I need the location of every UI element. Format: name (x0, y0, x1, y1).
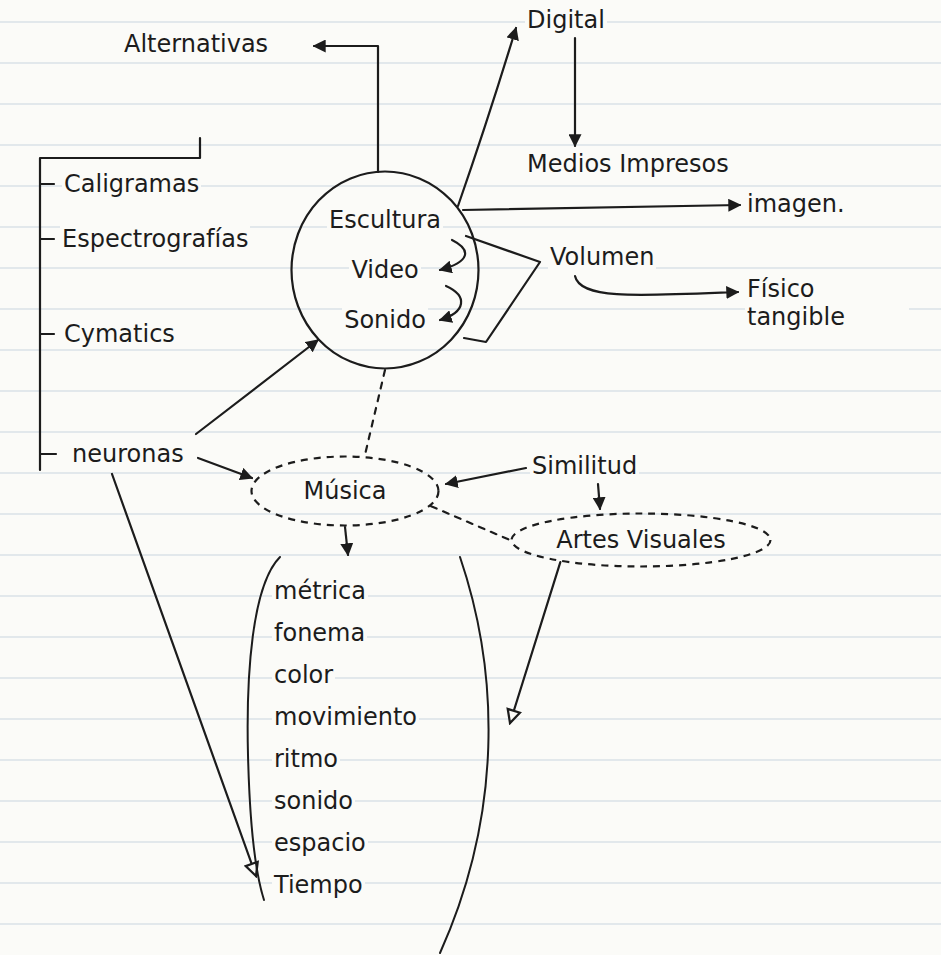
node-text: Video (349, 256, 420, 284)
arrow-line (314, 46, 378, 172)
note-label: Similitud (530, 452, 639, 480)
node-text: Sonido (342, 306, 428, 334)
dashed-link (365, 370, 385, 456)
arrow-line (458, 28, 516, 206)
dashed-ellipse: Música (250, 455, 440, 527)
concept-circle: EsculturaVideoSonido (290, 170, 480, 370)
arrow-line (112, 474, 256, 876)
note-label: Medios Impresos (525, 150, 731, 178)
ellipse-outline (512, 514, 771, 567)
node-text: métrica (272, 577, 368, 605)
curve-outline (440, 557, 489, 953)
volume-wedge (464, 236, 540, 342)
arrow-line (198, 458, 252, 478)
note-label: Volumen (548, 243, 656, 271)
node-text: espacio (272, 829, 368, 857)
ruled-lines (0, 22, 941, 924)
node-text: fonema (272, 619, 367, 647)
node-text: Artes Visuales (554, 526, 728, 554)
arrow-line (446, 468, 526, 484)
list-outline: métrica fonema color movimiento ritmo sonido e… (240, 555, 510, 955)
arrow-line (196, 340, 318, 434)
arrow-line (575, 276, 738, 295)
node-text: Escultura (327, 206, 443, 234)
ellipse-outline (292, 172, 479, 369)
note-label: Físico tangible (745, 275, 909, 331)
arrow-line (463, 205, 740, 210)
note-label: imagen. (745, 190, 847, 218)
note-label: Digital (525, 6, 607, 34)
arrow-line (440, 286, 461, 320)
node-text: ritmo (272, 745, 340, 773)
note-label: Alternativas (122, 30, 270, 58)
node-text: sonido (272, 787, 355, 815)
ellipse-outline (252, 457, 439, 526)
note-label: Caligramas (62, 170, 201, 198)
arrow-connector (345, 527, 348, 555)
dashed-link (431, 506, 510, 540)
node-text: Música (302, 477, 389, 505)
arrow-line (440, 240, 465, 270)
arrow-connector (510, 562, 560, 723)
note-label: Espectrografías (60, 225, 250, 253)
arrow-line (574, 38, 576, 146)
note-label: neuronas (70, 440, 186, 468)
note-label: Cymatics (62, 320, 177, 348)
sketch-strokes (40, 28, 740, 876)
dashed-ellipse: Artes Visuales (510, 512, 772, 568)
arrow-line (598, 484, 600, 509)
node-text: Tiempo (272, 871, 365, 899)
node-text: color (272, 661, 335, 689)
node-text: movimiento (272, 703, 419, 731)
